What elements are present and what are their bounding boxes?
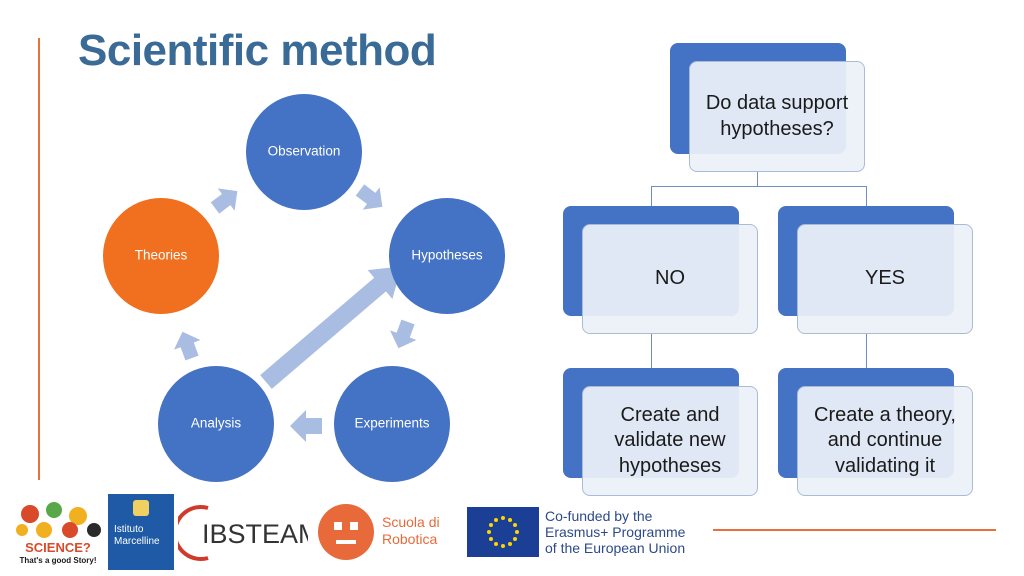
robot-mouth-icon bbox=[336, 540, 356, 544]
no-box: NO bbox=[582, 224, 758, 334]
no-action-box: Create and validate new hypotheses bbox=[582, 386, 758, 496]
connector bbox=[651, 186, 652, 206]
arrow-hypotheses-experiments bbox=[390, 319, 417, 349]
istituto-logo-line1: Istituto bbox=[114, 524, 144, 535]
yes-action-box: Create a theory, and continue validating… bbox=[797, 386, 973, 496]
science-logo-main: SCIENCE? bbox=[25, 540, 91, 555]
arrow-observation-hypotheses bbox=[355, 184, 383, 210]
connector bbox=[651, 186, 867, 187]
ibsteam-logo: IBSTEAM bbox=[178, 505, 308, 561]
science-logo-dot bbox=[16, 524, 28, 536]
istituto-marcelline-logo: Istituto Marcelline bbox=[108, 494, 174, 570]
crest-icon bbox=[133, 500, 149, 516]
eu-flag-icon bbox=[467, 507, 539, 557]
page-title: Scientific method bbox=[78, 26, 437, 75]
robot-face-icon bbox=[318, 504, 374, 560]
connector bbox=[757, 172, 758, 186]
node-observation-label: Observation bbox=[268, 144, 341, 159]
scuola-robotica-logo: Scuola di Robotica bbox=[318, 504, 440, 560]
science-logo: SCIENCE? That's a good Story! bbox=[16, 502, 101, 565]
science-logo-sub: That's a good Story! bbox=[19, 556, 96, 565]
node-hypotheses-label: Hypotheses bbox=[411, 248, 483, 263]
science-logo-dot bbox=[46, 502, 62, 518]
node-experiments bbox=[334, 366, 450, 482]
arrow-theories-observation bbox=[210, 188, 238, 214]
istituto-logo-line2: Marcelline bbox=[114, 536, 160, 547]
connector bbox=[651, 334, 652, 368]
science-logo-dot bbox=[62, 522, 78, 538]
science-logo-dot bbox=[69, 507, 87, 525]
robot-eye-icon bbox=[334, 522, 342, 530]
science-logo-dot bbox=[36, 522, 52, 538]
footer-divider bbox=[713, 529, 996, 531]
eu-text-line2: Erasmus+ Programme bbox=[545, 524, 686, 540]
yes-box: YES bbox=[797, 224, 973, 334]
robot-eye-icon bbox=[350, 522, 358, 530]
eu-stars-icon bbox=[487, 516, 519, 548]
node-analysis-label: Analysis bbox=[191, 416, 242, 431]
scuola-logo-line1: Scuola di bbox=[382, 514, 440, 530]
eu-cofunded-text: Co-funded by the Erasmus+ Programme of t… bbox=[545, 508, 685, 556]
ibsteam-arc-icon bbox=[178, 505, 209, 561]
node-observation bbox=[246, 94, 362, 210]
arrow-analysis-theories bbox=[174, 331, 201, 361]
node-theories bbox=[103, 198, 219, 314]
arrow-experiments-analysis bbox=[290, 410, 322, 442]
arrow-analysis-hypotheses bbox=[260, 266, 402, 389]
science-logo-dot bbox=[87, 523, 101, 537]
eu-text-line3: of the European Union bbox=[545, 540, 686, 556]
node-hypotheses bbox=[389, 198, 505, 314]
connector bbox=[866, 334, 867, 368]
cycle-diagram: Observation Hypotheses Experiments Analy… bbox=[103, 94, 505, 482]
eu-text-line1: Co-funded by the bbox=[545, 508, 653, 524]
scuola-logo-line2: Robotica bbox=[382, 531, 437, 547]
ibsteam-logo-text: IBSTEAM bbox=[202, 519, 308, 549]
accent-line bbox=[38, 38, 40, 480]
science-logo-dot bbox=[21, 505, 39, 523]
connector bbox=[866, 186, 867, 206]
eu-flag-bg bbox=[467, 507, 539, 557]
question-box: Do data support hypotheses? bbox=[689, 61, 865, 172]
node-theories-label: Theories bbox=[135, 248, 188, 263]
node-experiments-label: Experiments bbox=[354, 416, 429, 431]
node-analysis bbox=[158, 366, 274, 482]
